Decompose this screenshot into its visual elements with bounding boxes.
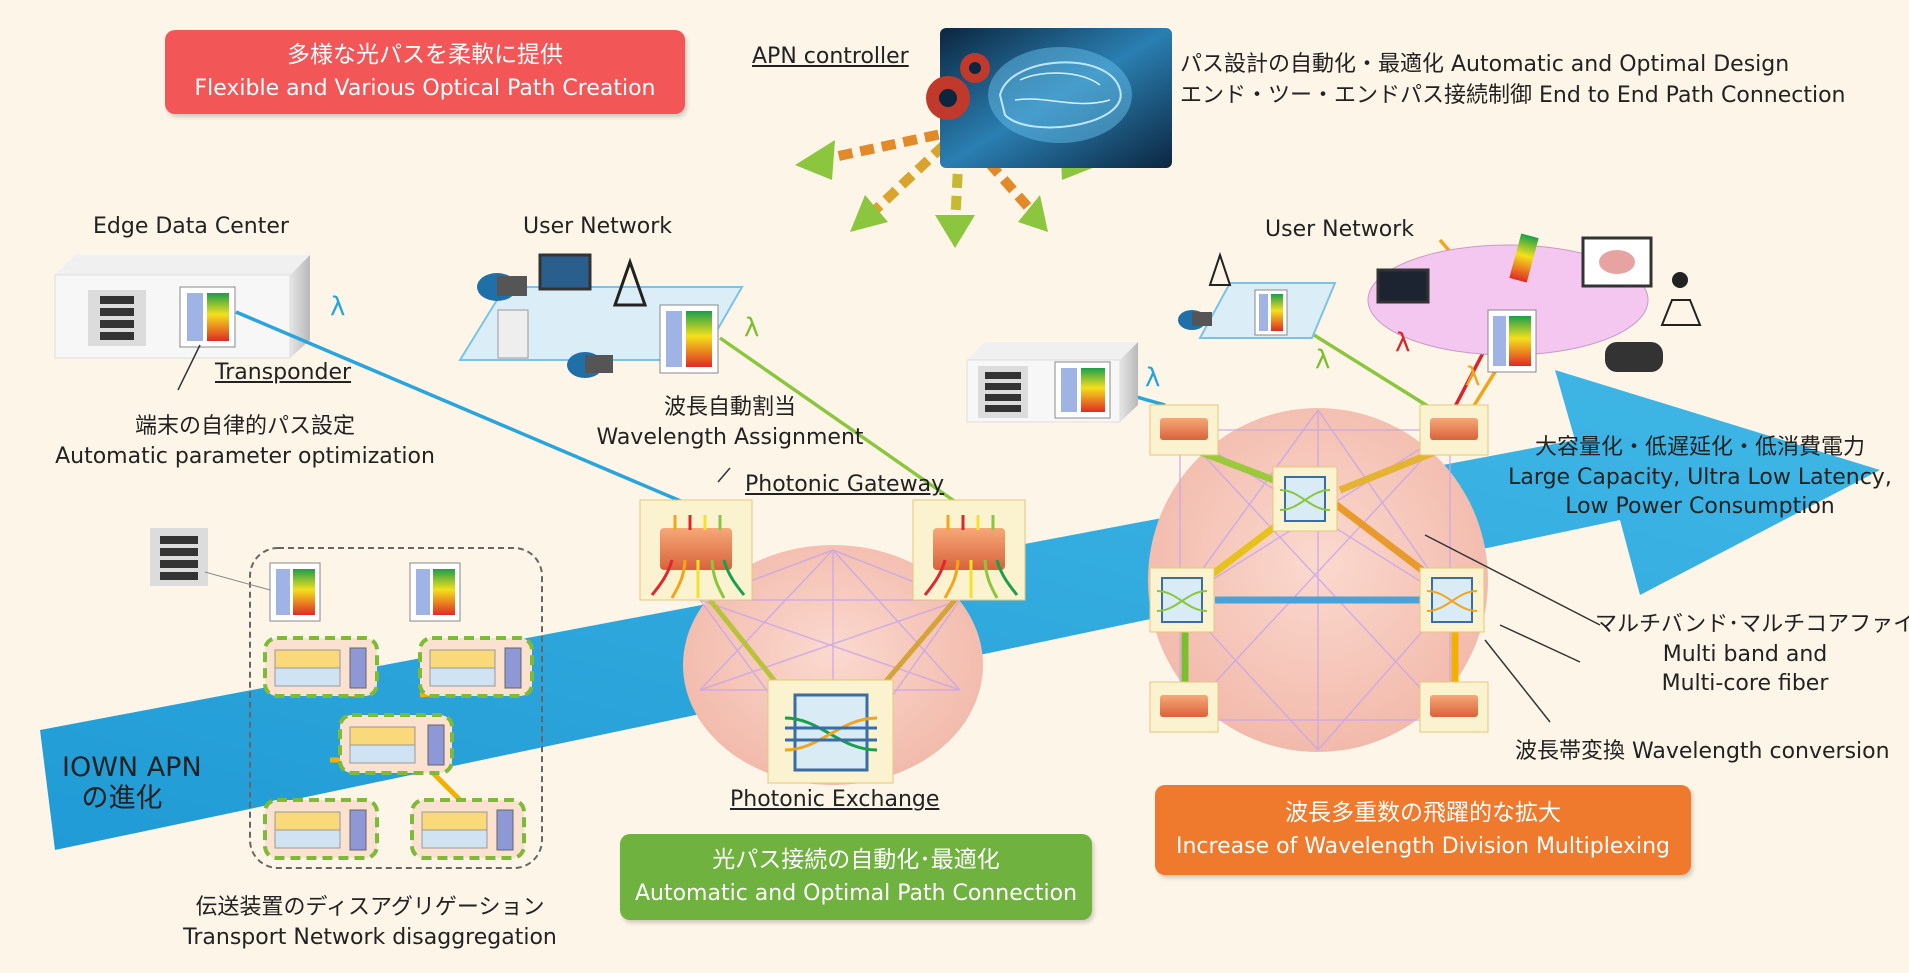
right-switch-top	[1272, 466, 1338, 532]
banner-flexible-optical-path: 多様な光パスを柔軟に提供 Flexible and Various Optica…	[165, 30, 685, 114]
lambda-right-dc: λ	[1145, 363, 1161, 393]
disagg-en: Transport Network disaggregation	[183, 924, 557, 950]
capacity-label: 大容量化・低遅延化・低消費電力 Large Capacity, Ultra Lo…	[1500, 433, 1900, 522]
iown-line2: の進化	[81, 783, 163, 815]
edge-dc-label: Edge Data Center	[93, 214, 289, 239]
user-network-right-label: User Network	[1265, 217, 1414, 242]
edge-data-center	[54, 255, 310, 359]
photonic-exchange-sphere	[683, 545, 983, 785]
banner-red-en: Flexible and Various Optical Path Creati…	[194, 75, 656, 101]
multiband-jp: マルチバンド･マルチコアファイバ	[1595, 612, 1909, 637]
user-network-left-label: User Network	[523, 214, 672, 239]
banner-orange-jp: 波長多重数の飛躍的な拡大	[1285, 800, 1561, 827]
wavelength-assign-jp: 波長自動割当	[663, 395, 796, 420]
ai-brain-gear-icon	[926, 28, 1172, 168]
photonic-exchange-switch	[767, 679, 894, 784]
right-gateways	[1149, 404, 1489, 733]
wavelength-assignment-label: 波長自動割当 Wavelength Assignment	[590, 393, 870, 452]
disagg-jp: 伝送装置のディスアグリゲーション	[195, 895, 545, 920]
right-switch-right	[1419, 567, 1485, 633]
apn-controller-label: APN controller	[752, 44, 909, 69]
wavelength-assign-en: Wavelength Assignment	[596, 424, 864, 450]
photonic-gateway-right	[912, 499, 1026, 601]
user-network-right	[1178, 233, 1702, 373]
banner-wdm-increase: 波長多重数の飛躍的な拡大 Increase of Wavelength Divi…	[1155, 785, 1691, 875]
auto-param-label: 端末の自律的パス設定 Automatic parameter optimizat…	[55, 412, 435, 471]
capacity-jp: 大容量化・低遅延化・低消費電力	[1534, 435, 1865, 460]
disaggregation-label: 伝送装置のディスアグリゲーション Transport Network disag…	[170, 893, 570, 952]
auto-param-en: Automatic parameter optimization	[55, 443, 435, 469]
multiband-label: マルチバンド･マルチコアファイバ Multi band and Multi-co…	[1595, 610, 1909, 699]
photonic-exchange-label: Photonic Exchange	[730, 787, 940, 812]
transponder-label: Transponder	[215, 360, 352, 385]
banner-red-jp: 多様な光パスを柔軟に提供	[287, 42, 563, 69]
capacity-en2: Low Power Consumption	[1565, 494, 1835, 520]
multiband-en1: Multi band and	[1662, 641, 1828, 667]
iown-line1: IOWN APN	[62, 752, 202, 783]
auto-param-jp: 端末の自律的パス設定	[134, 414, 355, 439]
lambda-user-right: λ	[1315, 345, 1331, 375]
right-data-center	[966, 342, 1138, 423]
controller-line1: パス設計の自動化・最適化 Automatic and Optimal Desig…	[1180, 52, 1790, 77]
lambda-edge-dc: λ	[330, 292, 346, 322]
iown-apn-label: IOWN APN の進化	[62, 752, 202, 815]
banner-orange-en: Increase of Wavelength Division Multiple…	[1176, 833, 1670, 859]
lambda-user-left: λ	[744, 313, 760, 343]
disaggregation-box	[150, 528, 543, 869]
lambda-orange: λ	[1465, 362, 1481, 392]
capacity-en1: Large Capacity, Ultra Low Latency,	[1508, 464, 1892, 490]
banner-green-en: Automatic and Optimal Path Connection	[634, 880, 1078, 906]
multiband-en2: Multi-core fiber	[1661, 671, 1829, 697]
banner-automatic-path-connection: 光パス接続の自動化･最適化 Automatic and Optimal Path…	[620, 834, 1092, 920]
photonic-gateway-left	[639, 499, 753, 601]
controller-line2: エンド・ツー・エンドパス接続制御 End to End Path Connect…	[1180, 83, 1846, 108]
photonic-gateway-label: Photonic Gateway	[745, 472, 945, 497]
right-switch-left	[1149, 567, 1215, 633]
user-network-left	[458, 253, 744, 378]
wavelength-conversion-label: 波長帯変換 Wavelength conversion	[1515, 739, 1890, 764]
banner-green-jp: 光パス接続の自動化･最適化	[712, 847, 1000, 874]
lambda-red: λ	[1395, 328, 1411, 358]
